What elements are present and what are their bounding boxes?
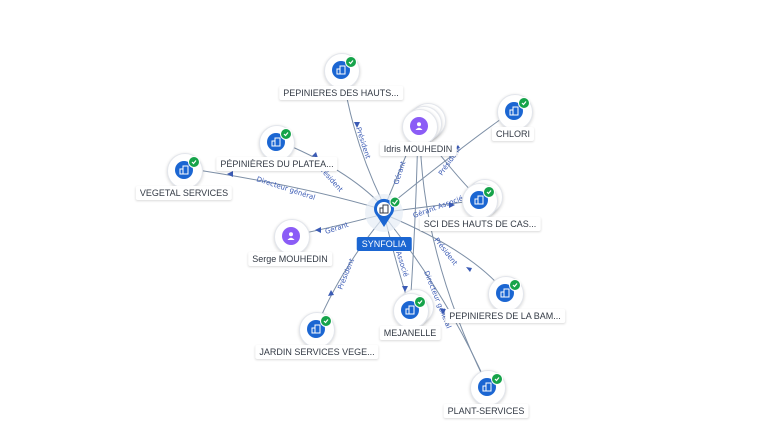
verified-check-icon xyxy=(483,186,495,198)
person-icon xyxy=(282,227,300,245)
center-node-label[interactable]: SYNFOLIA xyxy=(356,237,412,251)
map-pin-icon xyxy=(365,194,403,232)
node-label-mejanelle[interactable]: MEJANELLE xyxy=(379,326,441,340)
node-label-pepinieres-plateau[interactable]: PÉPINIÈRES DU PLATEA... xyxy=(216,157,338,171)
node-label-pepinieres-hauts[interactable]: PEPINIERES DES HAUTS... xyxy=(279,86,403,100)
edge-label-jardin: Président xyxy=(336,257,356,291)
verified-check-icon xyxy=(345,56,357,68)
node-label-vegetal[interactable]: VEGETAL SERVICES xyxy=(135,186,233,200)
node-label-chlori[interactable]: CHLORI xyxy=(491,127,535,141)
node-label-sci[interactable]: SCI DES HAUTS DE CAS... xyxy=(419,217,541,231)
edge-label-idris: Gérant xyxy=(392,160,407,186)
node-label-idris[interactable]: Idris MOUHEDIN xyxy=(379,142,457,156)
verified-check-icon xyxy=(491,373,503,385)
edge-label-vegetal: Directeur général xyxy=(255,175,316,202)
node-label-serge[interactable]: Serge MOUHEDIN xyxy=(248,252,332,266)
center-node-synfolia[interactable] xyxy=(364,193,406,242)
verified-check-icon xyxy=(280,128,292,140)
node-label-plant[interactable]: PLANT-SERVICES xyxy=(443,404,529,418)
node-label-pepinieres-bam[interactable]: PEPINIERES DE LA BAM... xyxy=(445,309,565,323)
edge-label-pepinieres-hauts: Président xyxy=(354,126,372,160)
node-label-jardin[interactable]: JARDIN SERVICES VEGE... xyxy=(255,345,379,359)
verified-check-icon xyxy=(188,156,200,168)
verified-check-icon xyxy=(509,279,521,291)
edge-vegetal xyxy=(183,167,385,211)
edge-idris-plant xyxy=(419,126,488,386)
verified-check-icon xyxy=(518,97,530,109)
verified-check-icon xyxy=(320,315,332,327)
person-icon xyxy=(410,117,428,135)
edge-label-serge: Gérant xyxy=(324,221,350,236)
verified-check-icon xyxy=(414,296,426,308)
